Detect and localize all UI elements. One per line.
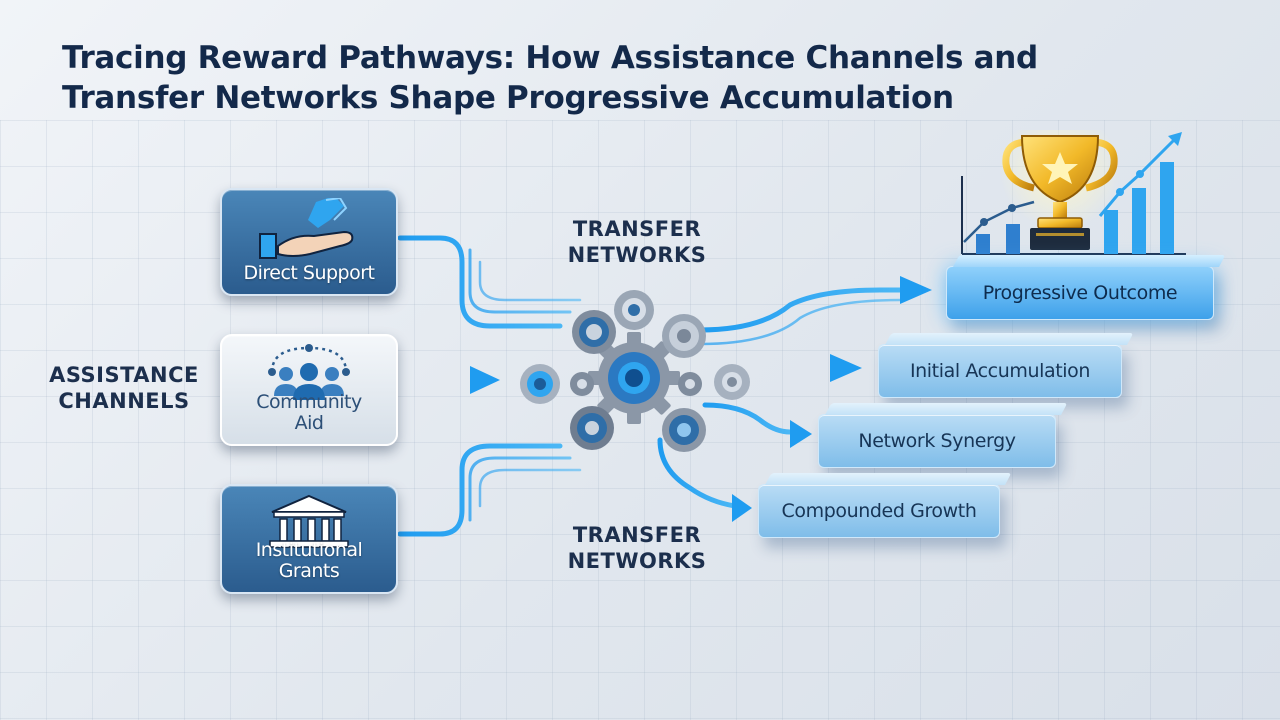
channel-card-line2: Aid xyxy=(294,412,324,434)
stage-cap xyxy=(765,473,1012,485)
transfer-networks-bottom-line1: TRANSFER xyxy=(572,523,702,547)
assistance-channels-label-line1: ASSISTANCE xyxy=(49,363,199,387)
channel-card-line1: Institutional xyxy=(255,539,363,561)
channel-card-label: Direct Support xyxy=(222,263,396,284)
stage-network-synergy: Network Synergy xyxy=(818,403,1068,468)
transfer-networks-bottom-line2: NETWORKS xyxy=(567,549,707,573)
chart-bar xyxy=(976,234,990,254)
chart-trend-line xyxy=(963,200,1035,243)
stage-initial-accumulation: Initial Accumulation xyxy=(878,333,1134,398)
arrowhead-compounded-growth xyxy=(732,494,752,522)
transfer-networks-label-bottom: TRANSFER NETWORKS xyxy=(537,522,737,574)
wire-to-compounded-growth xyxy=(657,437,738,509)
stage-label: Initial Accumulation xyxy=(909,360,1091,382)
wire-direct-support-2 xyxy=(468,248,572,314)
stage-cap xyxy=(885,333,1134,345)
channel-card-line1: Community xyxy=(256,391,362,413)
wire-to-network-synergy xyxy=(702,402,793,435)
wire-to-progressive-outcome xyxy=(697,287,903,333)
channel-card-line2: Grants xyxy=(278,560,340,582)
wire-direct-support-3 xyxy=(478,260,582,302)
stage-label: Progressive Outcome xyxy=(982,282,1178,304)
trophy-icon xyxy=(961,130,1186,255)
wire-institutional-grants xyxy=(397,443,563,537)
arrowhead-network-synergy xyxy=(790,420,812,448)
channel-card-label: Community Aid xyxy=(222,392,396,434)
channel-card-direct-support: Direct Support xyxy=(220,188,398,296)
hand-giving-icon xyxy=(259,198,354,259)
wire-direct-support xyxy=(397,235,563,329)
institution-building-icon xyxy=(269,494,349,548)
transfer-networks-top-line2: NETWORKS xyxy=(567,243,707,267)
community-people-icon xyxy=(268,344,350,400)
stage-progressive-outcome: Progressive Outcome xyxy=(946,255,1226,320)
chart-bar xyxy=(1160,162,1174,254)
stage-compounded-growth: Compounded Growth xyxy=(758,473,1012,538)
stage-cap xyxy=(825,403,1068,415)
wire-to-progressive-outcome-2 xyxy=(698,298,902,346)
chart-bar xyxy=(1104,210,1118,254)
chart-bar xyxy=(1132,188,1146,254)
assistance-channels-label-line2: CHANNELS xyxy=(58,389,190,413)
gears-cluster-icon xyxy=(520,290,750,452)
wire-institutional-grants-2 xyxy=(468,456,572,522)
channel-card-label: Institutional Grants xyxy=(222,540,396,582)
channel-card-institutional-grants: Institutional Grants xyxy=(220,484,398,594)
arrowhead-progressive-outcome xyxy=(900,276,932,304)
assistance-channels-label: ASSISTANCE CHANNELS xyxy=(36,362,212,414)
page-title-line1: Tracing Reward Pathways: How Assistance … xyxy=(62,40,1038,76)
stage-label: Compounded Growth xyxy=(781,500,977,522)
transfer-networks-top-line1: TRANSFER xyxy=(572,217,702,241)
page-title-line2: Transfer Networks Shape Progressive Accu… xyxy=(62,80,954,116)
chart-bar xyxy=(1006,224,1020,254)
page-title: Tracing Reward Pathways: How Assistance … xyxy=(62,38,1062,118)
wire-institutional-grants-3 xyxy=(478,468,582,508)
arrowhead-community-aid xyxy=(470,366,500,394)
stage-label: Network Synergy xyxy=(858,430,1016,452)
channel-card-line1: Direct Support xyxy=(243,262,375,284)
chart-trend-line xyxy=(1098,136,1178,217)
arrowhead-initial-accumulation xyxy=(830,354,862,382)
transfer-networks-label-top: TRANSFER NETWORKS xyxy=(537,216,737,268)
stage-cap xyxy=(953,255,1226,267)
channel-card-community-aid: Community Aid xyxy=(220,334,398,446)
